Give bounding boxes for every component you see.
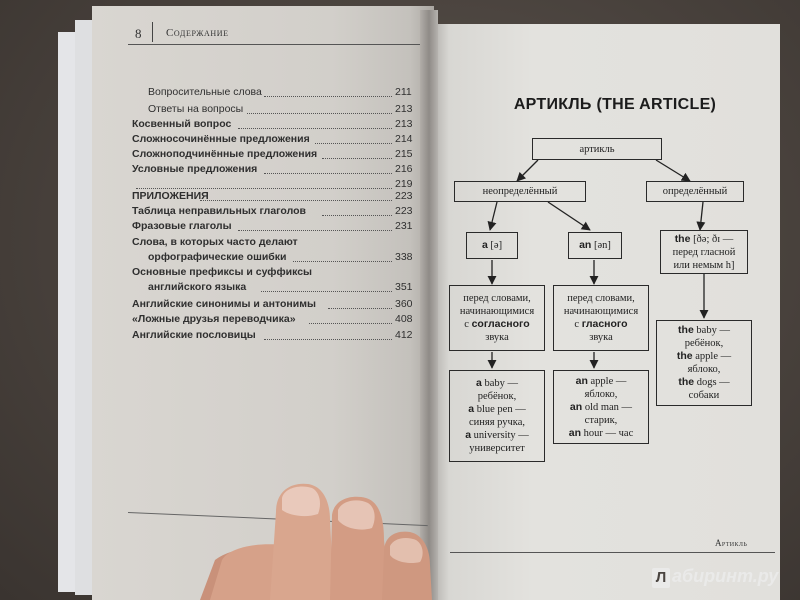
box-definite: определённый [646,181,744,202]
diagram-title: АРТИКЛЬ (THE ARTICLE) [513,96,717,113]
toc-entry: Английские пословицы [132,329,256,341]
box-the-form: the [ðə; ðɪ — перед гласной или немым h] [660,230,748,274]
box-a-rule: перед словами, начинающимися с согласног… [449,285,545,351]
toc-entry: Сложноподчинённые предложения [132,148,318,160]
toc-page-number: 216 [395,163,413,175]
toc-leader-dots [247,113,392,114]
toc-entry: Таблица неправильных глаголов [132,205,306,217]
toc-page-number: 360 [395,298,413,310]
toc-entry: Слова, в которых часто делают [132,236,298,248]
toc-page-number: 338 [395,251,413,263]
toc-page-number: 214 [395,133,413,145]
box-a-examples: a baby — ребёнок, a blue pen — синяя руч… [449,370,545,462]
toc-leader-dots [315,143,392,144]
toc-leader-dots [238,128,392,129]
toc-leader-dots [328,308,392,309]
header-rule [128,44,420,45]
toc-page-number: 219 [395,178,413,190]
running-foot: Артикль [715,538,748,548]
header-separator [152,22,153,42]
toc-leader-dots [260,291,392,292]
fingernail [338,500,375,530]
fingernail [282,486,320,517]
right-page [428,24,780,600]
box-an-form: an [ən] [568,232,622,259]
toc-leader-dots [292,261,392,262]
toc-leader-dots [321,215,392,216]
toc-leader-dots [136,188,392,189]
toc-page-number: 213 [395,118,413,130]
toc-entry: Фразовые глаголы [132,220,232,232]
watermark-text: абиринт.ру [672,566,779,586]
fingernail [390,538,423,564]
box-an-rule: перед словами, начинающимися с гласного … [553,285,649,351]
toc-page-number: 211 [395,86,412,98]
toc-page-number: 213 [395,103,413,115]
toc-page-number: 231 [395,220,413,232]
toc-page-number: 412 [395,329,413,341]
toc-leader-dots [200,200,392,201]
box-indefinite: неопределённый [454,181,586,202]
toc-entry: Основные префиксы и суффиксы [132,266,313,278]
toc-entry: орфографические ошибки [148,251,287,263]
box-the-examples: the baby — ребёнок, the apple — яблоко, … [656,320,752,406]
toc-leader-dots [321,158,392,159]
toc-entry: английского языка [148,281,247,293]
toc-leader-dots [308,323,392,324]
box-an-examples: an apple — яблоко, an old man — старик, … [553,370,649,444]
box-article-root: артикль [532,138,662,160]
left-page [92,6,434,600]
toc-page-number: 215 [395,148,413,160]
toc-entry: Ответы на вопросы [148,103,244,115]
toc-leader-dots [264,96,392,97]
footer-rule-right [450,552,775,553]
toc-entry: Косвенный вопрос [132,118,232,130]
toc-leader-dots [264,173,392,174]
box-a-form: a [ə] [466,232,518,259]
toc-page-number: 223 [395,190,413,202]
toc-page-number: 408 [395,313,413,325]
book-gutter [420,10,438,600]
watermark-logo: Л [652,568,670,588]
toc-entry: «Ложные друзья переводчика» [132,313,296,325]
toc-entry: Вопросительные слова [148,86,262,98]
toc-page-number: 223 [395,205,413,217]
running-head: Содержание [166,27,229,39]
toc-entry: ПРИЛОЖЕНИЯ [132,190,209,202]
toc-leader-dots [238,230,392,231]
toc-entry: Английские синонимы и антонимы [132,298,316,310]
toc-entry: Условные предложения [132,163,258,175]
toc-leader-dots [264,339,392,340]
toc-page-number: 351 [395,281,413,293]
page-number: 8 [135,26,142,41]
toc-entry: Сложносочинённые предложения [132,133,310,145]
